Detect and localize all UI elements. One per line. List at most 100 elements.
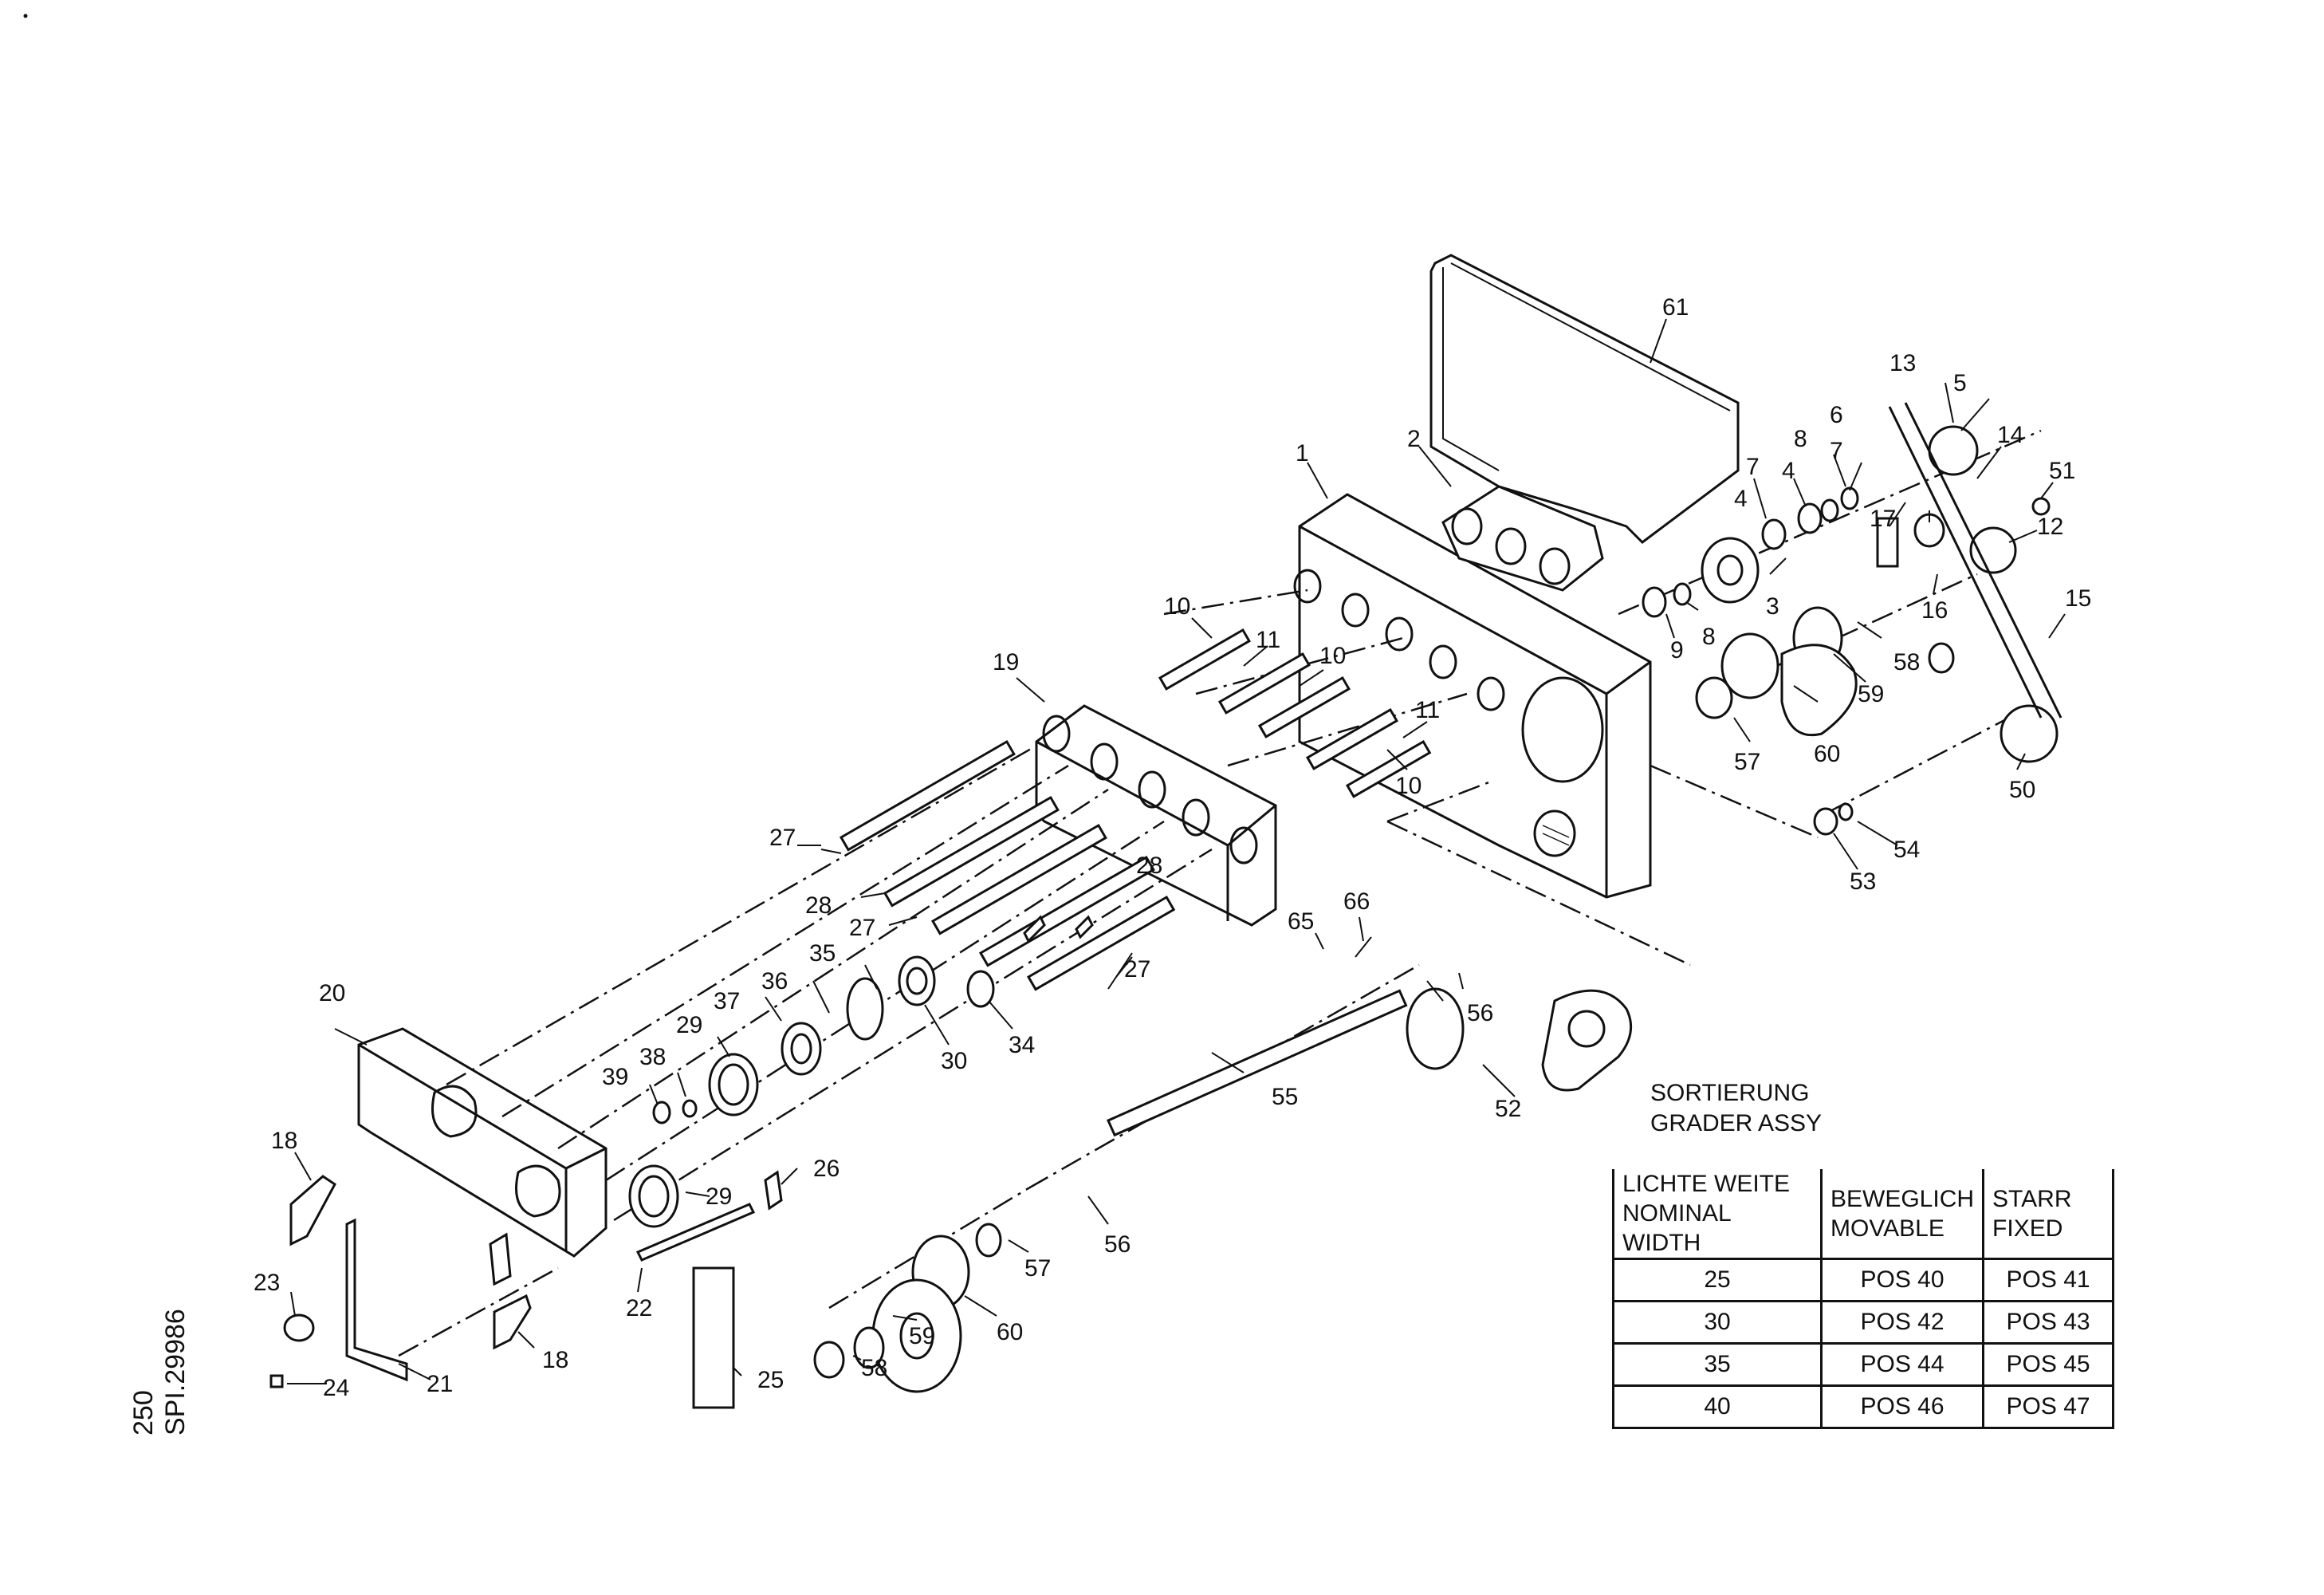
table-cell: 35: [1612, 1342, 1823, 1387]
table-row: 25 POS 40 POS 41: [1612, 1258, 2115, 1302]
callout: 7: [1830, 438, 1843, 464]
callout: 51: [2049, 458, 2075, 484]
callout: 5: [1953, 370, 1967, 396]
callout: 52: [1495, 1096, 1521, 1122]
table-cell: POS 46: [1819, 1384, 1985, 1429]
callout: 22: [626, 1295, 652, 1321]
callout: 14: [1997, 422, 2023, 448]
callout: 28: [1136, 853, 1162, 879]
callout: 61: [1662, 294, 1689, 321]
corner-mark: [23, 14, 28, 18]
callout: 24: [323, 1375, 349, 1401]
callout: 29: [676, 1012, 702, 1038]
header-line: NOMINAL WIDTH: [1622, 1200, 1731, 1256]
callout: 20: [319, 980, 345, 1006]
side-code-line: 250: [128, 1390, 159, 1436]
part-20-front-plate: [357, 1027, 608, 1258]
title-english: GRADER ASSY: [1650, 1110, 1823, 1136]
callout: 60: [997, 1319, 1023, 1345]
callout: 27: [849, 915, 875, 941]
callout: 57: [1024, 1255, 1051, 1282]
header-movable: BEWEGLICH MOVABLE: [1819, 1169, 1985, 1260]
callout: 21: [427, 1371, 453, 1397]
callout: 9: [1670, 637, 1684, 664]
callout: 23: [254, 1270, 280, 1296]
callout: 56: [1467, 1000, 1493, 1026]
callout: 19: [993, 649, 1019, 675]
callout: 27: [769, 825, 796, 851]
shafts-10-11: [1158, 628, 1432, 798]
callout: 57: [1734, 749, 1760, 775]
callout: 29: [706, 1183, 732, 1210]
table-row: 30 POS 42 POS 43: [1612, 1300, 2115, 1345]
callout: 17: [1870, 506, 1896, 532]
callout: 4: [1782, 458, 1795, 484]
table-cell: POS 47: [1982, 1384, 2115, 1429]
assembly-title: SORTIERUNG GRADER ASSY: [1650, 1078, 1822, 1139]
table-cell: POS 43: [1982, 1300, 2115, 1345]
header-line: LICHTE WEITE: [1622, 1171, 1791, 1197]
table-row: 40 POS 46 POS 47: [1612, 1384, 2115, 1429]
callout: 59: [909, 1323, 935, 1349]
callout: 37: [714, 988, 740, 1014]
table-cell: 40: [1612, 1384, 1823, 1429]
callout: 34: [1009, 1032, 1035, 1058]
rollers-and-discs: [628, 955, 1633, 1393]
callout: 18: [542, 1347, 568, 1373]
callout: 8: [1794, 426, 1807, 452]
table-cell: POS 40: [1819, 1258, 1985, 1302]
callout: 10: [1164, 593, 1190, 620]
part-19-housing: [1035, 704, 1277, 927]
callout: 13: [1889, 350, 1916, 376]
position-table: LICHTE WEITE NOMINAL WIDTH BEWEGLICH MOV…: [1612, 1169, 2115, 1429]
part-55-main-shaft: [1107, 989, 1408, 1137]
callout-numbers: 61 13 5 14 51 12 15 6 7 8 7 4 4 17 3 16 …: [254, 294, 2091, 1401]
callout: 28: [805, 892, 832, 919]
side-code-line: SPI.29986: [160, 1309, 191, 1436]
callout: 58: [1893, 649, 1920, 675]
leader-lines: [287, 318, 2066, 1384]
callout: 6: [1830, 402, 1843, 428]
callout: 65: [1288, 908, 1314, 935]
table-cell: 30: [1612, 1300, 1823, 1345]
header-line: BEWEGLICH: [1830, 1185, 1975, 1212]
table-cell: POS 42: [1819, 1300, 1985, 1345]
table-header-row: LICHTE WEITE NOMINAL WIDTH BEWEGLICH MOV…: [1612, 1169, 2115, 1260]
callout: 8: [1702, 624, 1716, 650]
callout: 54: [1893, 837, 1920, 863]
callout: 58: [861, 1355, 887, 1381]
part-61-cover: [1429, 254, 1740, 544]
callout: 2: [1407, 426, 1421, 452]
header-line: MOVABLE: [1830, 1215, 1945, 1242]
callout: 30: [941, 1048, 967, 1074]
callout: 55: [1272, 1084, 1298, 1110]
callout: 50: [2009, 777, 2035, 803]
callout: 39: [602, 1064, 628, 1090]
callout: 36: [761, 968, 788, 994]
callout: 27: [1124, 956, 1150, 983]
header-fixed: STARR FIXED: [1982, 1169, 2115, 1260]
drawing-reference-code: 250 SPI.29986: [128, 1276, 207, 1436]
callout: 26: [813, 1156, 840, 1182]
callout: 25: [757, 1367, 784, 1393]
callout: 11: [1256, 627, 1280, 653]
header-line: STARR: [1992, 1185, 2072, 1212]
callout: 10: [1319, 643, 1346, 669]
header-line: FIXED: [1992, 1215, 2063, 1242]
small-left-parts: [269, 915, 1094, 1409]
title-german: SORTIERUNG: [1650, 1080, 1810, 1106]
callout: 56: [1104, 1231, 1131, 1258]
callout: 4: [1734, 486, 1748, 512]
callout: 18: [271, 1128, 297, 1154]
callout: 1: [1296, 440, 1309, 467]
part-1-main-housing: [1293, 485, 1652, 899]
callout: 60: [1814, 741, 1840, 767]
table-cell: POS 45: [1982, 1342, 2115, 1387]
callout: 35: [809, 940, 836, 967]
callout: 12: [2037, 514, 2063, 540]
table-row: 35 POS 44 POS 45: [1612, 1342, 2115, 1387]
table-cell: 25: [1612, 1258, 1823, 1302]
table-cell: POS 41: [1982, 1258, 2115, 1302]
callout: 10: [1395, 773, 1422, 799]
